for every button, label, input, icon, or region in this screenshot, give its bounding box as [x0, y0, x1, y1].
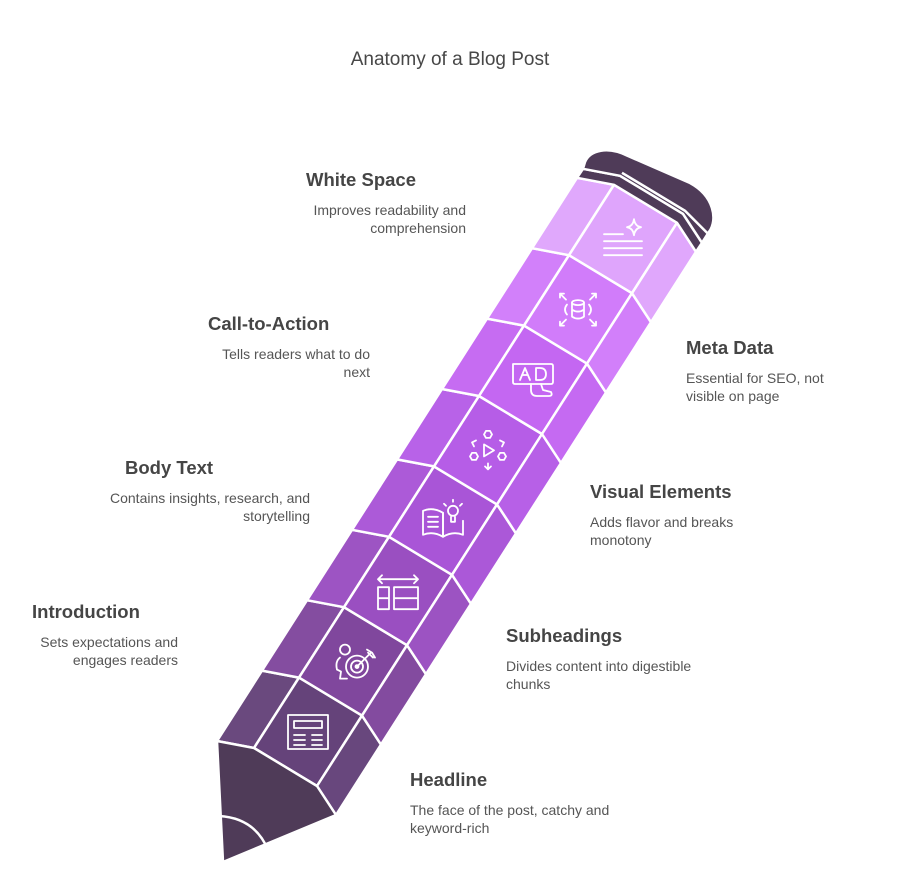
label-title: Body Text: [125, 457, 214, 478]
label-title: Visual Elements: [590, 481, 732, 502]
label-subheadings: Subheadings Divides content into digesti…: [506, 625, 706, 693]
label-white-space: White Space Improves readability and com…: [290, 169, 466, 237]
ad-click-icon: [512, 363, 554, 397]
label-description: Essential for SEO, not visible on page: [686, 370, 824, 404]
pencil-segment-visual-elements: [395, 387, 563, 535]
label-introduction: Introduction Sets expectations and engag…: [22, 601, 178, 669]
label-visual-elements: Visual Elements Adds flavor and breaks m…: [590, 481, 760, 549]
label-title: Call-to-Action: [208, 313, 330, 334]
label-description: Contains insights, research, and storyte…: [110, 490, 310, 524]
label-description: The face of the post, catchy and keyword…: [410, 802, 610, 836]
pencil-eraser: [581, 149, 715, 245]
book-lightbulb-icon: [422, 498, 464, 538]
label-title: Subheadings: [506, 625, 623, 646]
layout-columns-icon: [377, 574, 419, 611]
label-title: Meta Data: [686, 337, 774, 358]
label-title: White Space: [306, 169, 416, 190]
label-description: Divides content into digestible chunks: [506, 658, 692, 692]
text-sparkle-icon: [603, 218, 643, 257]
person-target-icon: [335, 643, 376, 680]
label-description: Adds flavor and breaks monotony: [590, 514, 734, 548]
label-headline: Headline The face of the post, catchy an…: [410, 769, 610, 837]
label-title: Introduction: [32, 601, 140, 622]
label-description: Improves readability and comprehension: [313, 202, 466, 236]
label-body-text: Body Text Contains insights, research, a…: [110, 457, 310, 525]
database-expand-icon: [559, 292, 597, 327]
label-description: Tells readers what to do next: [222, 346, 370, 380]
label-title: Headline: [410, 769, 488, 790]
pencil-segment-introduction: [260, 598, 428, 746]
label-meta-data: Meta Data Essential for SEO, not visible…: [686, 337, 846, 405]
pencil-tip: [215, 739, 338, 864]
pencil-tip-lead-line: [218, 814, 270, 851]
pencil-segment-body-text: [350, 458, 518, 606]
pencil-segment-white-space: [530, 176, 698, 324]
diagram-title: Anatomy of a Blog Post: [350, 49, 550, 70]
label-call-to-action: Call-to-Action Tells readers what to do …: [200, 313, 370, 381]
network-play-icon: [469, 429, 507, 471]
label-description: Sets expectations and engages readers: [40, 634, 178, 668]
article-icon: [287, 714, 329, 750]
eraser-edge-line: [621, 171, 709, 235]
pencil-segment-meta-data: [485, 246, 653, 394]
